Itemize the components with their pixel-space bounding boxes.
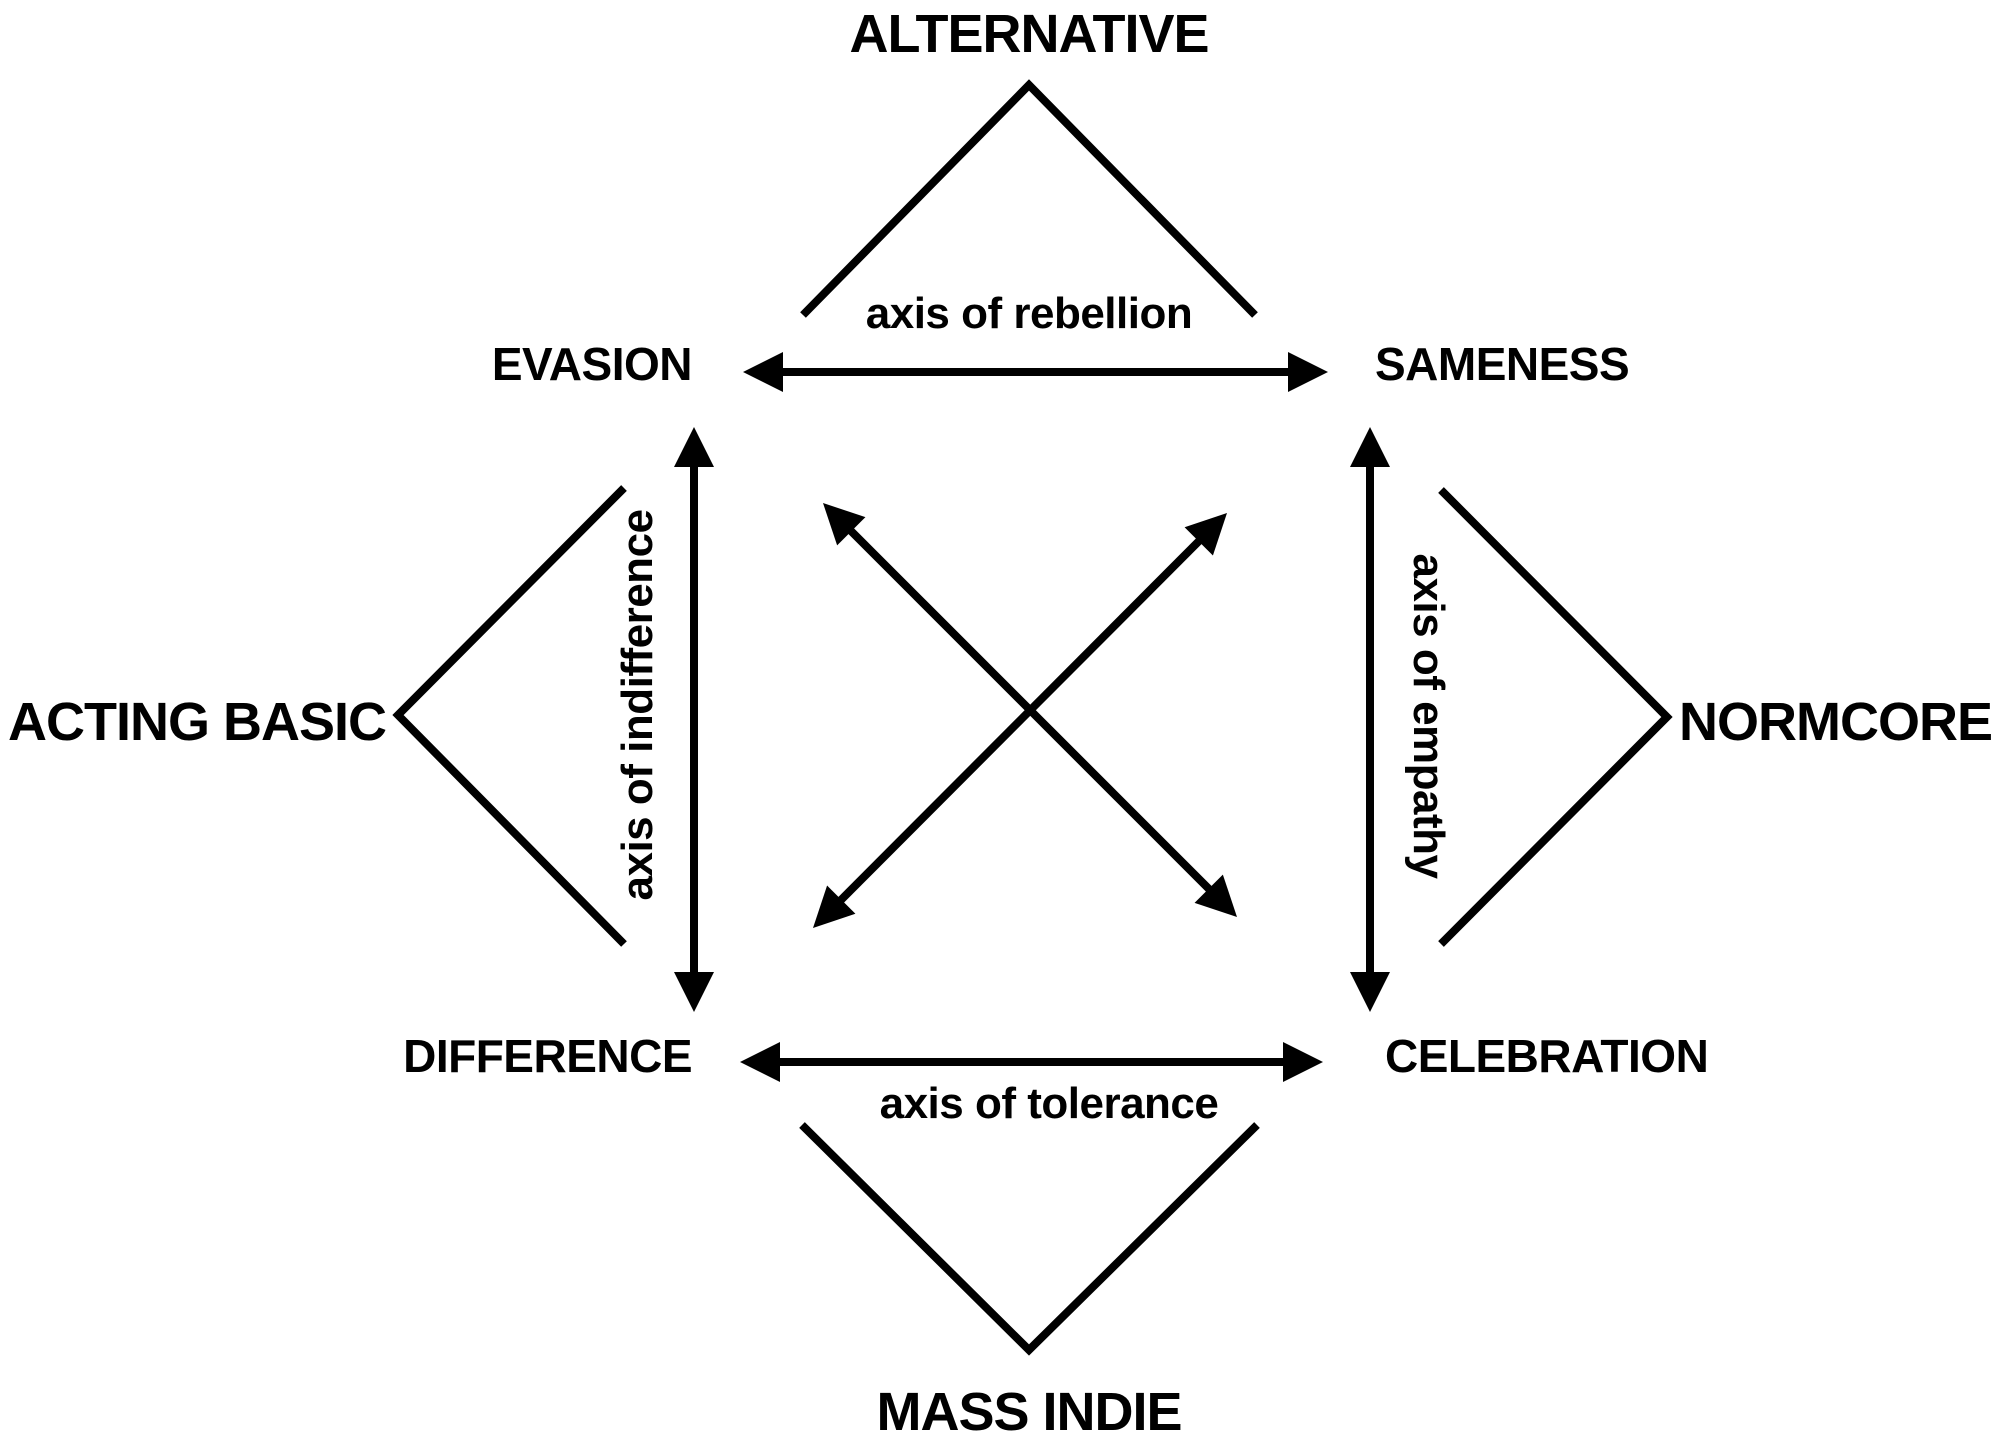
chevron-normcore [1438,487,1673,947]
arrow-rebellion [743,352,1328,392]
arrow-indifference-head-end [674,972,714,1012]
arrow-indifference-head-start [674,427,714,467]
pole-difference: DIFFERENCE [403,1030,692,1082]
axis-label-empathy: axis of empathy [1404,553,1453,879]
axis-label-rebellion: axis of rebellion [866,289,1192,338]
arrow-diagonal-evasion-celebration-head-end [1194,874,1237,917]
category-acting-basic: ACTING BASIC [8,692,386,752]
arrow-empathy-head-end [1350,972,1390,1012]
arrow-diagonal-sameness-difference-head-start [1184,513,1227,556]
arrow-tolerance-head-start [740,1042,780,1082]
chevron-mass-indie [799,1122,1260,1356]
chevron-alternative [800,79,1258,318]
arrow-rebellion-head-start [743,352,783,392]
arrow-empathy-head-start [1350,427,1390,467]
arrows-group [674,352,1390,1082]
arrow-rebellion-head-end [1288,352,1328,392]
arrow-indifference [674,427,714,1012]
chevron-acting-basic [392,485,627,947]
axis-label-tolerance: axis of tolerance [880,1079,1219,1128]
category-alternative: ALTERNATIVE [850,4,1209,64]
pole-celebration: CELEBRATION [1385,1030,1708,1082]
arrow-diagonal-evasion-celebration-head-start [823,503,866,546]
pole-evasion: EVASION [492,338,692,390]
category-mass-indie: MASS INDIE [876,1382,1181,1440]
arrow-empathy [1350,427,1390,1012]
arrow-diagonal-sameness-difference-head-end [813,885,856,928]
arrow-diagonal-sameness-difference-shaft [835,535,1205,906]
arrow-tolerance-head-end [1283,1042,1323,1082]
pole-sameness: SAMENESS [1375,338,1629,390]
arrow-diagonal-sameness-difference [813,513,1227,928]
category-normcore: NORMCORE [1679,692,1992,752]
axis-label-indifference: axis of indifference [613,509,662,900]
arrow-tolerance [740,1042,1323,1082]
